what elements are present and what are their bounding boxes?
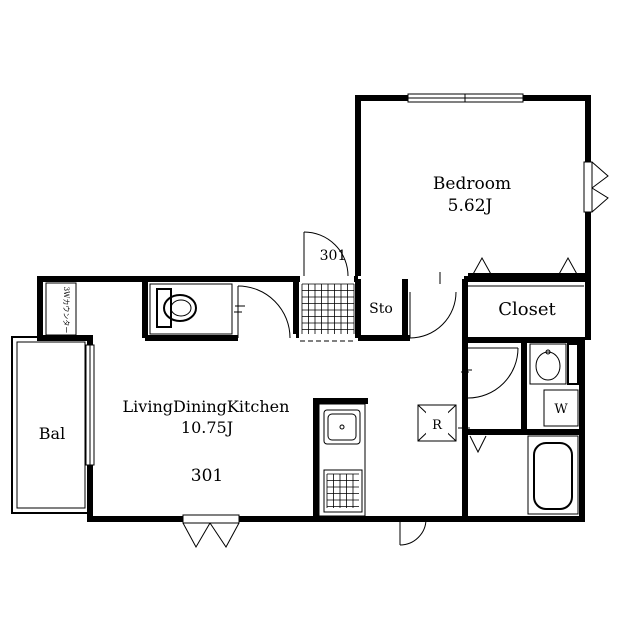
toilet-door	[234, 285, 296, 342]
wash-basin	[529, 343, 567, 385]
ldk-bottom-door	[399, 518, 427, 546]
balcony-window	[85, 344, 95, 466]
storage-label: Sto	[369, 301, 393, 317]
storage-door	[409, 291, 457, 339]
bedroom-area: 5.62J	[448, 196, 493, 216]
counter-note: 3Wカウンター	[62, 287, 71, 334]
stove	[323, 469, 363, 513]
ldk-name: LivingDiningKitchen	[123, 397, 290, 416]
toilet	[149, 283, 233, 335]
entrance-door	[300, 231, 354, 282]
bedroom-name: Bedroom	[433, 174, 511, 194]
sink	[323, 409, 361, 445]
refrigerator-label: R	[432, 418, 443, 433]
bathtub	[527, 435, 579, 515]
washer-label: W	[554, 402, 568, 417]
closet-label: Closet	[498, 299, 556, 320]
bath-door	[469, 435, 487, 454]
closet-doors	[439, 256, 579, 284]
washroom-door	[461, 347, 519, 399]
bedroom-side-window	[583, 161, 609, 213]
entrance-number: 301	[320, 248, 347, 264]
washer-pan	[543, 343, 579, 427]
wall-ticks	[235, 305, 472, 429]
kitchen-counter	[318, 403, 366, 517]
ldk-bottom-window	[182, 514, 240, 549]
counter-strip	[45, 282, 77, 336]
bedroom-top-window	[407, 93, 524, 103]
walls	[37, 95, 591, 522]
balcony-label: Bal	[39, 424, 65, 443]
entrance-tile	[301, 283, 355, 334]
refrigerator-space	[417, 404, 457, 442]
unit-number: 301	[191, 466, 223, 486]
ldk-area: 10.75J	[181, 418, 233, 437]
